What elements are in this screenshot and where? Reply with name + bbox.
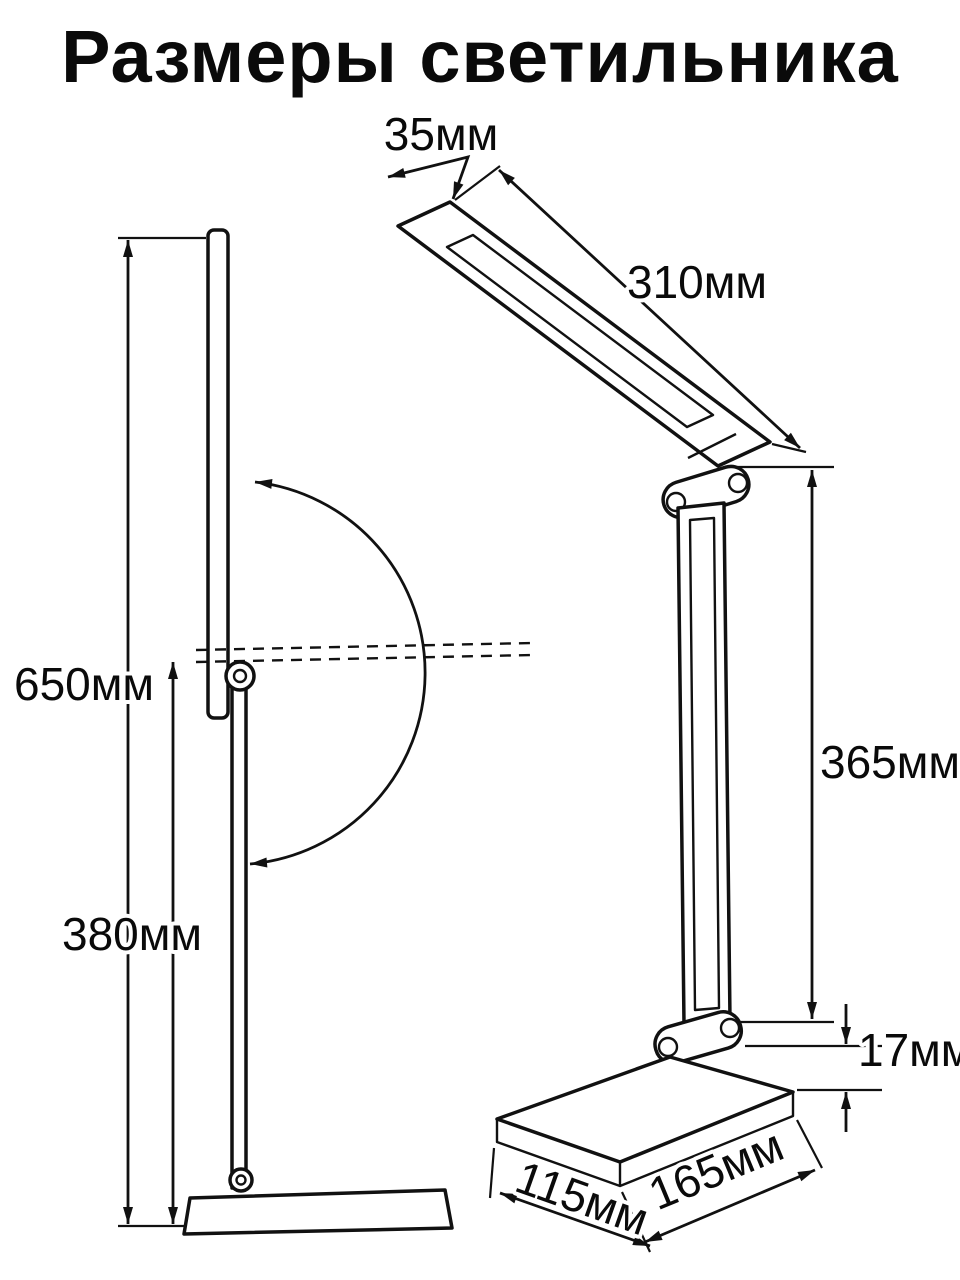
ext-line-310-top: [454, 165, 501, 201]
dim-line-310: [498, 168, 801, 450]
rotation-arc: [249, 478, 427, 868]
dim-365-label: 365мм: [820, 736, 960, 788]
dim-380-label: 380мм: [62, 908, 202, 960]
lamp-arm-inner-panel: [688, 516, 721, 1012]
dim-17-label: 17мм: [858, 1024, 960, 1076]
base-side-view: [182, 1188, 454, 1236]
lamp-head: [396, 200, 772, 468]
folded-head-panel: [206, 228, 230, 720]
dimension-head-width: 35мм: [380, 104, 502, 200]
dim-line-165: [644, 1168, 816, 1244]
dim-650-label: 650мм: [14, 658, 154, 710]
ext-line-115-left: [488, 1147, 496, 1199]
dim-310-label: 310мм: [627, 256, 767, 308]
ext-line-165-right: [796, 1119, 823, 1169]
upper-hinge-pin: [232, 668, 248, 684]
diagram-title: Размеры светильника: [61, 15, 899, 98]
lower-hinge-pin: [235, 1174, 247, 1186]
folded-side-view: [182, 228, 533, 1236]
dimension-lower-arm-height: 380мм: [58, 662, 206, 1224]
lower-hinge-cap-right: [719, 1017, 741, 1039]
upper-hinge-side: [224, 660, 256, 692]
dim-line-115: [499, 1191, 651, 1248]
working-position-view: [396, 200, 795, 1188]
lower-hinge-side: [228, 1167, 254, 1193]
lamp-arm: [676, 501, 732, 1026]
folded-arm-rod: [230, 686, 248, 1190]
upper-hinge-cap-right: [727, 472, 749, 494]
pivot-dashed-line-upper: [195, 641, 533, 652]
dim-115-label: 115мм: [509, 1151, 655, 1246]
dimension-base-depth: 115мм: [488, 1147, 659, 1253]
dim-line-35: [387, 155, 471, 200]
dimension-total-height: 650мм: [10, 236, 206, 1228]
ext-line-310-bottom: [771, 442, 807, 454]
pivot-dashed-line-lower: [195, 653, 533, 664]
dimension-stand-height: 365мм: [728, 465, 960, 1024]
upper-hinge-cap-left: [665, 491, 687, 513]
dimension-base-thickness: 17мм: [745, 1004, 960, 1132]
dim-35-label: 35мм: [384, 108, 498, 160]
dimension-head-length: 310мм: [454, 165, 807, 454]
